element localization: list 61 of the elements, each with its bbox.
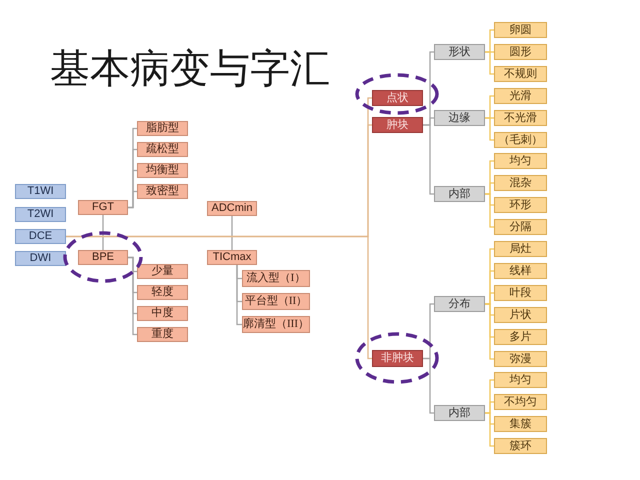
term-box: 轻度	[137, 285, 188, 300]
term-box: 致密型	[137, 184, 188, 199]
term-box: 点状	[372, 90, 423, 106]
term-box: TICmax	[207, 250, 257, 265]
term-box: 圆形	[494, 44, 547, 60]
term-box: 不光滑	[494, 110, 547, 126]
term-box: 光滑	[494, 88, 547, 104]
connector-line	[128, 256, 137, 336]
term-box: DCE	[15, 229, 66, 244]
term-box: 叶段	[494, 285, 547, 301]
term-box: 环形	[494, 197, 547, 213]
term-box: ADCmin	[207, 201, 257, 216]
term-box: T1WI	[15, 184, 66, 199]
term-box: 不均匀	[494, 394, 547, 410]
connector-line	[485, 117, 494, 141]
term-box: 均衡型	[137, 163, 188, 178]
connector-line	[128, 190, 137, 208]
term-box: 弥漫	[494, 351, 547, 367]
term-box: 不规则	[494, 66, 547, 82]
term-box: BPE	[78, 250, 128, 265]
term-box: T2WI	[15, 207, 66, 222]
term-box: 均匀	[494, 153, 547, 169]
term-box: 分隔	[494, 219, 547, 235]
term-box: 内部	[434, 186, 485, 202]
connector-line	[231, 216, 233, 250]
term-box: 内部	[434, 405, 485, 421]
term-box: 混杂	[494, 175, 547, 191]
term-box: 肿块	[372, 117, 423, 133]
term-box: 线样	[494, 263, 547, 279]
term-box: （毛刺）	[494, 132, 547, 148]
connector-line	[485, 193, 494, 228]
connector-line	[423, 358, 434, 414]
term-box: 廓清型（III）	[242, 316, 310, 333]
term-box: 流入型（I）	[242, 270, 310, 287]
term-box: 边缘	[434, 110, 485, 126]
term-box: 片状	[494, 307, 547, 323]
term-box: 少量	[137, 264, 188, 279]
term-box: 集簇	[494, 416, 547, 432]
connector-line	[423, 124, 434, 195]
connector-line	[66, 236, 372, 360]
term-box: 重度	[137, 327, 188, 342]
title: 基本病变与字汇	[50, 45, 330, 93]
term-box: 卵圆	[494, 22, 547, 38]
term-box: 平台型（II）	[242, 293, 310, 310]
connector-line	[485, 51, 494, 75]
term-box: 簇环	[494, 438, 547, 454]
term-box: 局灶	[494, 241, 547, 257]
term-box: 中度	[137, 306, 188, 321]
term-box: 均匀	[494, 372, 547, 388]
term-box: 多片	[494, 329, 547, 345]
connector-line	[236, 265, 242, 326]
term-box: 分布	[434, 296, 485, 312]
connector-line	[485, 303, 494, 360]
term-box: 形状	[434, 44, 485, 60]
term-box: FGT	[78, 200, 128, 215]
term-box: DWI	[15, 251, 66, 266]
connector-line	[485, 412, 494, 447]
term-box: 脂肪型	[137, 121, 188, 136]
term-box: 疏松型	[137, 142, 188, 157]
connector-line	[102, 215, 104, 250]
term-box: 非肿块	[372, 350, 423, 367]
